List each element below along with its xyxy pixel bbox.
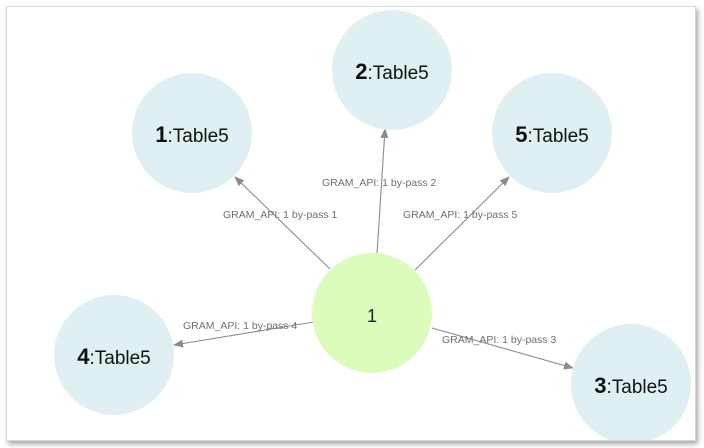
node-number: 3	[594, 373, 606, 398]
node-type-label: :Table5	[527, 126, 588, 147]
node-type-label: :Table5	[167, 126, 228, 147]
edge-label-1: GRAM_API: 1 by-pass 1	[223, 209, 338, 221]
svg-text:3:Table5: 3:Table5	[594, 373, 668, 398]
edge-labels: GRAM_API: 1 by-pass 1 GRAM_API: 1 by-pas…	[183, 177, 557, 346]
node-number: 4	[77, 344, 90, 369]
node-table-3[interactable]: 3:Table5	[571, 324, 691, 440]
svg-text:4:Table5: 4:Table5	[77, 344, 151, 369]
edge-to-table-2[interactable]	[376, 128, 389, 255]
edge-label-2: GRAM_API: 1 by-pass 2	[322, 177, 437, 189]
node-number: 5	[515, 122, 527, 147]
node-type-label: :Table5	[367, 63, 428, 84]
node-table-4[interactable]: 4:Table5	[54, 295, 174, 415]
relationship-graph: GRAM_API: 1 by-pass 1 GRAM_API: 1 by-pas…	[54, 10, 691, 440]
graph-canvas: GRAM_API: 1 by-pass 1 GRAM_API: 1 by-pas…	[6, 6, 696, 441]
node-number: 1	[155, 122, 167, 147]
edge-to-table-1[interactable]	[234, 176, 331, 270]
edge-to-table-4[interactable]	[173, 321, 315, 348]
edge-label-3: GRAM_API: 1 by-pass 3	[442, 334, 557, 346]
svg-text:1:Table5: 1:Table5	[155, 122, 229, 147]
edge-to-table-3[interactable]	[431, 327, 574, 370]
svg-text:5:Table5: 5:Table5	[515, 122, 589, 147]
edge-to-table-5[interactable]	[414, 176, 510, 271]
svg-text:2:Table5: 2:Table5	[355, 59, 429, 84]
node-table-5[interactable]: 5:Table5	[492, 73, 612, 193]
edge-label-4: GRAM_API: 1 by-pass 4	[183, 320, 298, 332]
node-table-2[interactable]: 2:Table5	[332, 10, 452, 130]
edges	[173, 128, 574, 370]
node-type-label: :Table5	[89, 348, 150, 369]
edge-label-5: GRAM_API: 1 by-pass 5	[403, 209, 518, 221]
node-table-1[interactable]: 1:Table5	[132, 73, 252, 193]
node-type-label: :Table5	[606, 377, 667, 398]
node-number: 2	[355, 59, 367, 84]
source-node-label: 1	[367, 306, 377, 326]
node-source[interactable]: 1	[312, 253, 432, 373]
